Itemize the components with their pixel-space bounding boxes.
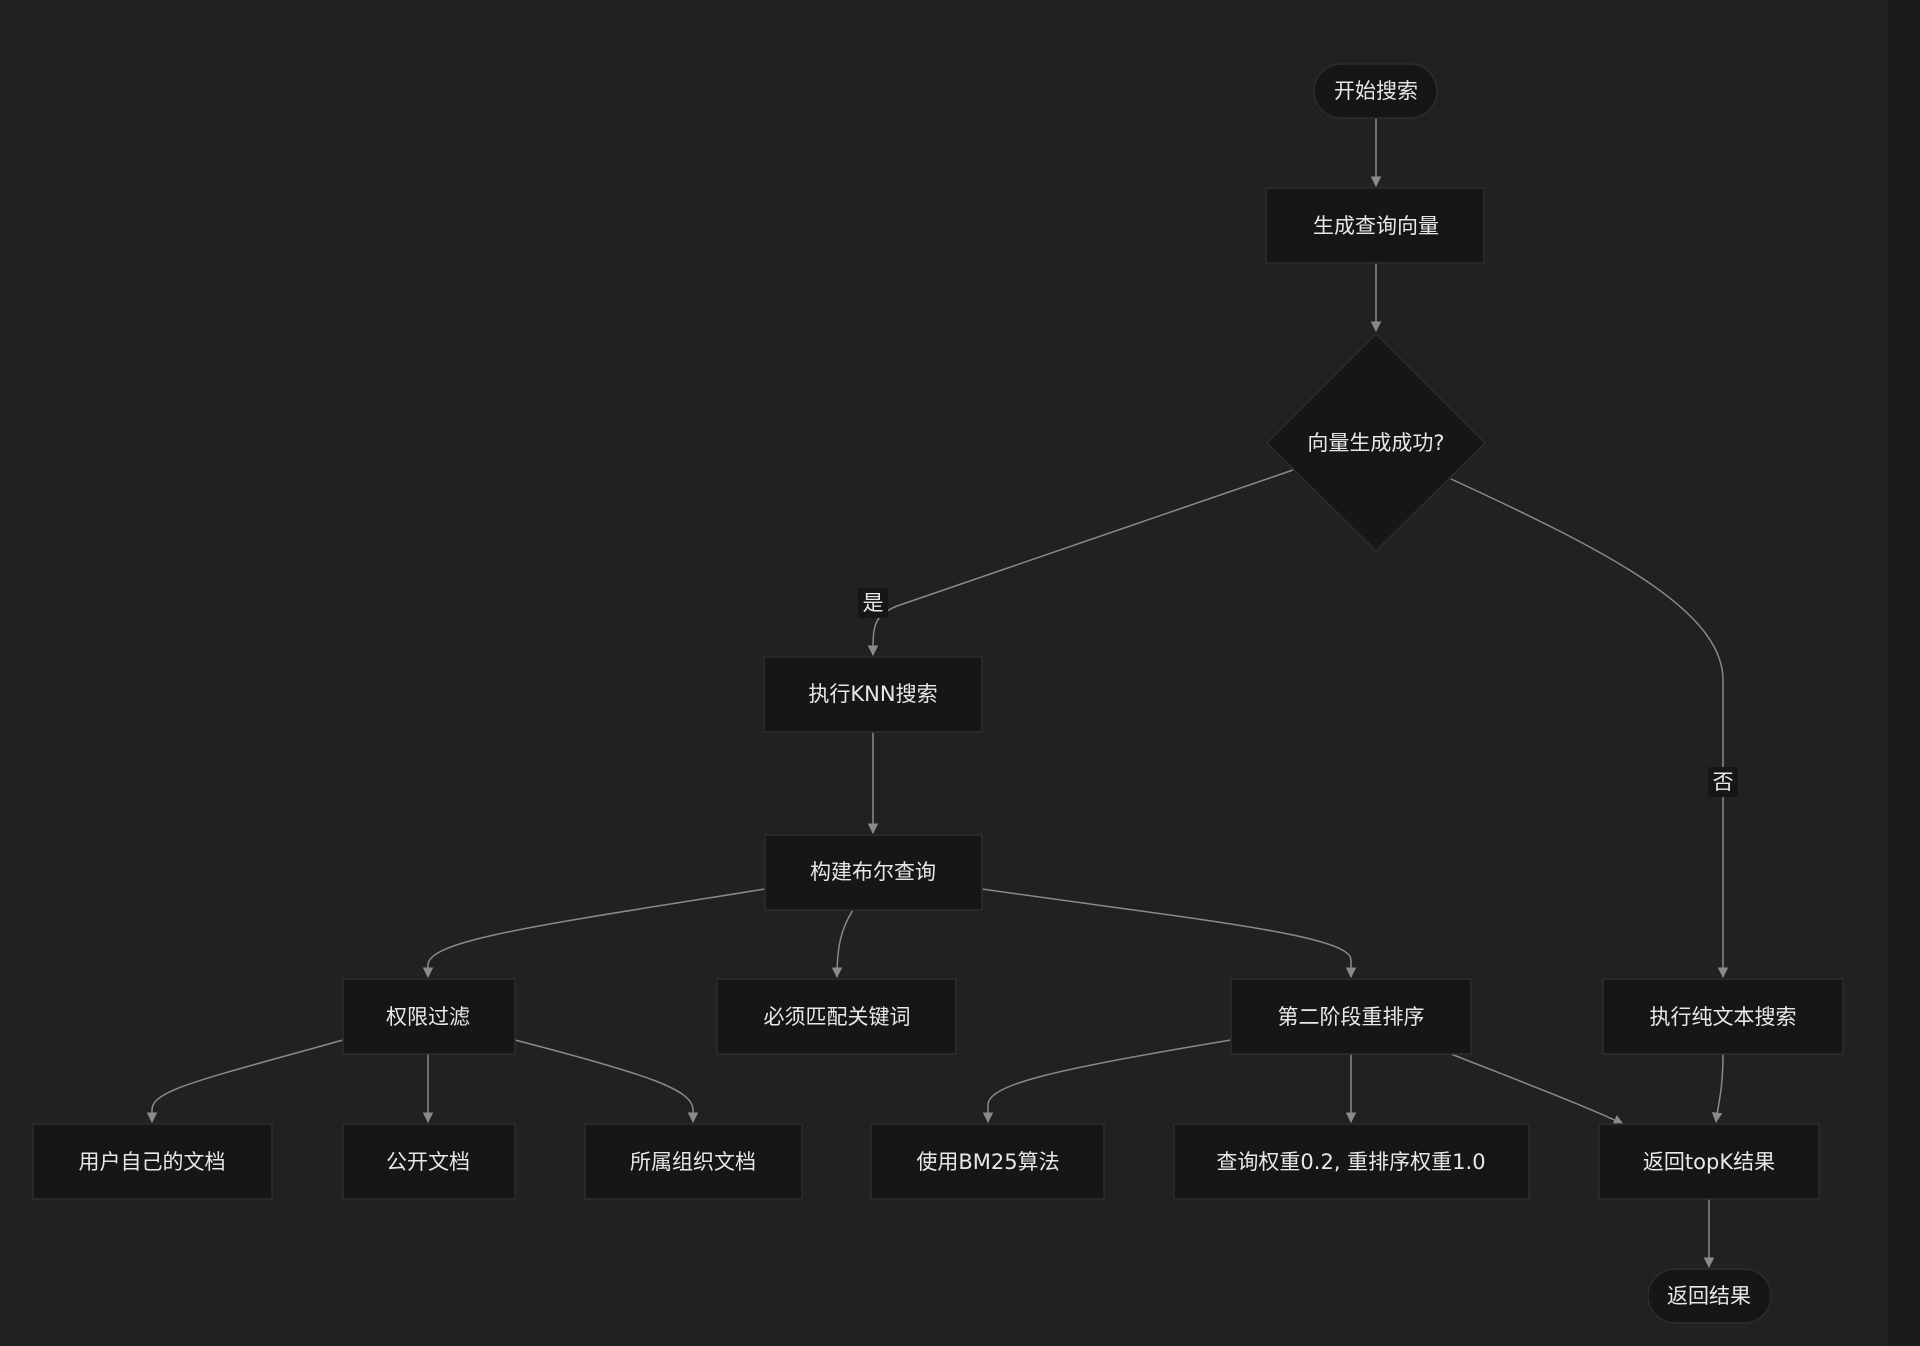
node-own-docs[interactable]: 用户自己的文档 [32, 1123, 273, 1200]
nodes: 开始搜索 生成查询向量 向量生成成功? 执行KNN搜索 构建布尔查询 权限过滤 [32, 63, 1844, 1324]
edge-bool-query-to-perm-filter [422, 888, 766, 979]
node-end[interactable]: 返回结果 [1647, 1268, 1772, 1324]
node-decision-label: 向量生成成功? [1307, 431, 1444, 455]
edges [146, 118, 1729, 1269]
node-knn[interactable]: 执行KNN搜索 [763, 656, 983, 733]
node-org-docs[interactable]: 所属组织文档 [584, 1123, 803, 1200]
edge-text-search-to-return-topk [1711, 1053, 1724, 1124]
node-gen-vector-label: 生成查询向量 [1313, 214, 1439, 238]
edge-bool-query-to-rerank [981, 888, 1357, 979]
edge-perm-filter-to-own-docs [146, 1039, 344, 1124]
edge-label-no: 否 [1708, 767, 1738, 797]
node-return-topk-label: 返回topK结果 [1643, 1150, 1775, 1174]
node-org-docs-label: 所属组织文档 [630, 1150, 756, 1174]
node-weights[interactable]: 查询权重0.2, 重排序权重1.0 [1173, 1123, 1530, 1200]
node-end-label: 返回结果 [1667, 1284, 1751, 1308]
scrollbar-track[interactable] [1888, 0, 1920, 1346]
node-public-docs-label: 公开文档 [386, 1150, 470, 1174]
node-weights-label: 查询权重0.2, 重排序权重1.0 [1216, 1150, 1485, 1174]
node-must-match-label: 必须匹配关键词 [764, 1005, 911, 1029]
node-own-docs-label: 用户自己的文档 [79, 1150, 226, 1174]
node-public-docs[interactable]: 公开文档 [342, 1123, 516, 1200]
node-text-search[interactable]: 执行纯文本搜索 [1602, 978, 1844, 1055]
edge-rerank-to-return-topk [1450, 1053, 1624, 1125]
node-start-label: 开始搜索 [1334, 79, 1418, 103]
node-start[interactable]: 开始搜索 [1313, 63, 1438, 119]
edge-bool-query-to-must-match [831, 909, 854, 979]
node-must-match[interactable]: 必须匹配关键词 [716, 978, 957, 1055]
node-bm25[interactable]: 使用BM25算法 [870, 1123, 1105, 1200]
node-bool-query[interactable]: 构建布尔查询 [764, 834, 983, 911]
edge-label-yes: 是 [858, 588, 888, 618]
node-rerank[interactable]: 第二阶段重排序 [1230, 978, 1472, 1055]
node-gen-vector[interactable]: 生成查询向量 [1265, 187, 1485, 264]
edge-decision-to-knn [867, 469, 1294, 657]
node-return-topk[interactable]: 返回topK结果 [1598, 1123, 1820, 1200]
node-knn-label: 执行KNN搜索 [808, 682, 937, 706]
node-bm25-label: 使用BM25算法 [916, 1150, 1059, 1174]
node-text-search-label: 执行纯文本搜索 [1650, 1005, 1797, 1029]
edge-label-yes-text: 是 [863, 591, 884, 615]
node-perm-filter-label: 权限过滤 [386, 1005, 470, 1029]
node-rerank-label: 第二阶段重排序 [1278, 1005, 1425, 1029]
edge-perm-filter-to-org-docs [514, 1039, 699, 1124]
edge-decision-to-text-search [1450, 478, 1729, 979]
edge-rerank-to-bm25 [982, 1039, 1232, 1124]
edge-label-no-text: 否 [1713, 770, 1734, 794]
node-decision[interactable]: 向量生成成功? [1265, 332, 1487, 553]
node-bool-query-label: 构建布尔查询 [810, 860, 936, 884]
node-perm-filter[interactable]: 权限过滤 [342, 978, 516, 1055]
